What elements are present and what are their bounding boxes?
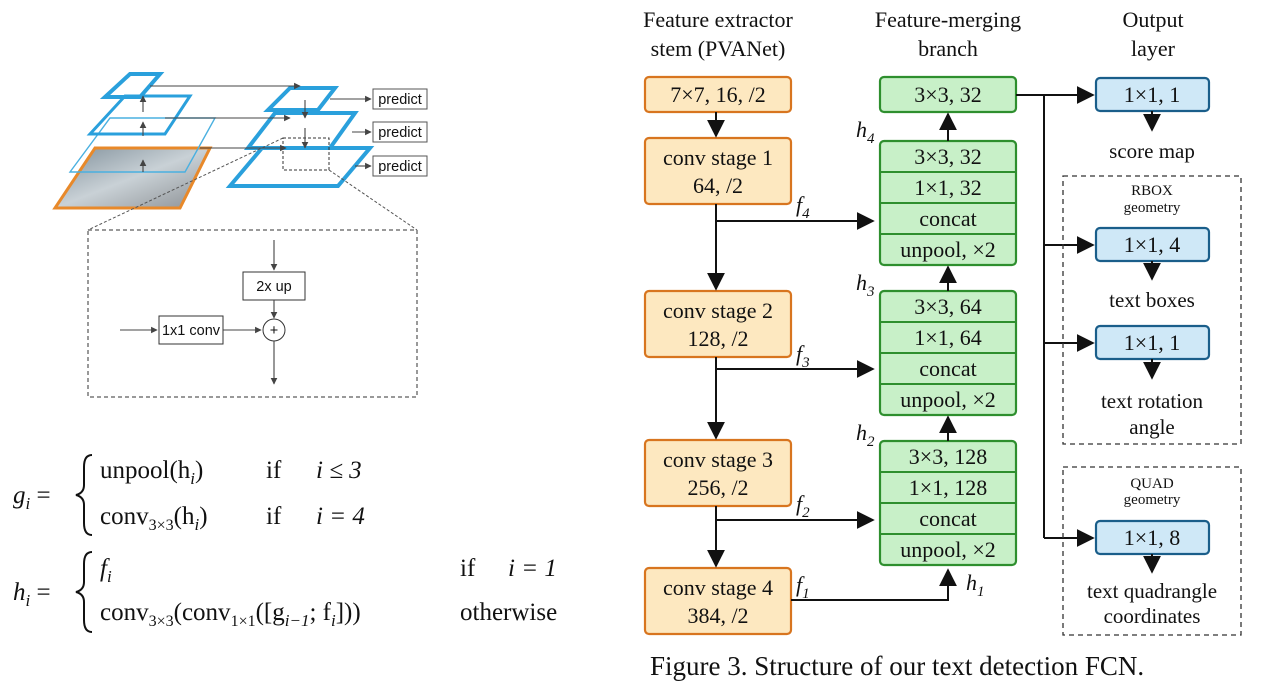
feature-label-f2: f2 [796, 491, 810, 521]
svg-text:if: if [266, 503, 282, 530]
equations: gi = unpool(hi) if i ≤ 3 conv3×3(hi) if … [13, 454, 557, 633]
stem-box-4 [643, 438, 793, 508]
h-label-h4: h4 [856, 117, 875, 147]
merge-block-1-row2: 1×1, 32 [914, 175, 981, 200]
svg-text:fi: fi [100, 555, 112, 586]
conv-label: 1x1 conv [162, 323, 221, 339]
fcn-diagram: Feature extractor stem (PVANet) Feature-… [643, 7, 1242, 681]
h-label-h2: h2 [856, 420, 875, 450]
stem-box-2-line1: conv stage 1 [663, 145, 773, 170]
upsample-label: 2x up [256, 279, 291, 295]
h-label-h3: h3 [856, 270, 875, 300]
rbox-title-line1: RBOX [1131, 183, 1173, 199]
merged-layer-3 [225, 146, 375, 188]
merge-block-1-row3: concat [919, 206, 976, 231]
stem-box-1 [643, 75, 793, 114]
stem-box-4-line2: 256, /2 [687, 475, 748, 500]
svg-text:i = 4: i = 4 [316, 503, 365, 530]
svg-text:conv3×3(hi): conv3×3(hi) [100, 503, 208, 534]
svg-text:otherwise: otherwise [460, 599, 557, 626]
svg-text:if: if [460, 555, 476, 582]
pyramid-illustration: predict predict predict 2x up + 1x1 conv [52, 72, 428, 398]
feature-label-f1: f1 [796, 572, 810, 602]
input-image-layer [52, 146, 213, 210]
output-box-score-label: 1×1, 1 [1124, 82, 1180, 107]
svg-text:i ≤ 3: i ≤ 3 [316, 457, 362, 484]
merge-block-3-row1: 3×3, 128 [909, 444, 987, 469]
feature-label-f4: f4 [796, 192, 810, 222]
svg-text:if: if [266, 457, 282, 484]
predict-label-3: predict [378, 159, 422, 175]
feature-label-f3: f3 [796, 341, 810, 371]
merge-top-label: 3×3, 32 [914, 82, 981, 107]
quad-label-line1: text quadrangle [1087, 579, 1217, 603]
rotation-label-line2: angle [1129, 415, 1174, 439]
predict-label-1: predict [378, 92, 422, 108]
merge-block-3-row3: concat [919, 506, 976, 531]
rbox-title-line2: geometry [1124, 200, 1181, 216]
merge-block-2-row1: 3×3, 64 [914, 294, 981, 319]
quad-title-line2: geometry [1124, 492, 1181, 508]
stem-box-4-line1: conv stage 3 [663, 447, 773, 472]
svg-text:hi =: hi = [13, 579, 51, 610]
stem-box-3 [643, 289, 793, 359]
header-extractor-line1: Feature extractor [643, 7, 793, 32]
header-merging-line2: branch [918, 36, 978, 61]
quad-title-line1: QUAD [1130, 476, 1173, 492]
stem-box-5-line2: 384, /2 [687, 603, 748, 628]
merge-block-3-row2: 1×1, 128 [909, 475, 987, 500]
rotation-label-line1: text rotation [1101, 389, 1204, 413]
feature-layer-2 [86, 94, 193, 136]
header-extractor-line2: stem (PVANet) [651, 36, 786, 61]
merge-block-2-row4: unpool, ×2 [900, 387, 996, 412]
merge-block-3-row4: unpool, ×2 [900, 537, 996, 562]
output-box-quad-label: 1×1, 8 [1124, 525, 1180, 550]
figure-caption: Figure 3. Structure of our text detectio… [650, 651, 1144, 681]
stem-box-3-line1: conv stage 2 [663, 298, 773, 323]
stem-box-2 [643, 136, 793, 206]
h-label-h1: h1 [966, 570, 985, 600]
merge-inset [87, 229, 418, 398]
merge-block-1-row4: unpool, ×2 [900, 237, 996, 262]
merge-block-2-row3: concat [919, 356, 976, 381]
svg-text:unpool(hi): unpool(hi) [100, 457, 203, 488]
quad-label-line2: coordinates [1104, 604, 1201, 628]
stem-box-1-label: 7×7, 16, /2 [670, 82, 766, 107]
stem-box-2-line2: 64, /2 [693, 173, 743, 198]
header-output-line1: Output [1122, 7, 1183, 32]
merged-layer-1 [263, 86, 340, 112]
merge-block-1-row1: 3×3, 32 [914, 144, 981, 169]
output-box-rbox-label: 1×1, 4 [1124, 232, 1180, 257]
header-output-line2: layer [1131, 36, 1176, 61]
text-boxes-label: text boxes [1109, 288, 1195, 312]
stem-box-3-line2: 128, /2 [687, 326, 748, 351]
predict-label-2: predict [378, 125, 422, 141]
stem-box-5-line1: conv stage 4 [663, 575, 773, 600]
header-merging-line1: Feature-merging [875, 7, 1021, 32]
svg-text:gi =: gi = [13, 482, 51, 513]
svg-text:i = 1: i = 1 [508, 555, 557, 582]
score-map-label: score map [1109, 139, 1195, 163]
quad-group [1062, 466, 1242, 636]
merge-block-2-row2: 1×1, 64 [914, 325, 981, 350]
output-box-angle-label: 1×1, 1 [1124, 330, 1180, 355]
add-symbol: + [270, 323, 278, 339]
svg-text:conv3×3(conv1×1([gi−1; fi])): conv3×3(conv1×1([gi−1; fi])) [100, 599, 361, 630]
rbox-group [1062, 175, 1242, 445]
